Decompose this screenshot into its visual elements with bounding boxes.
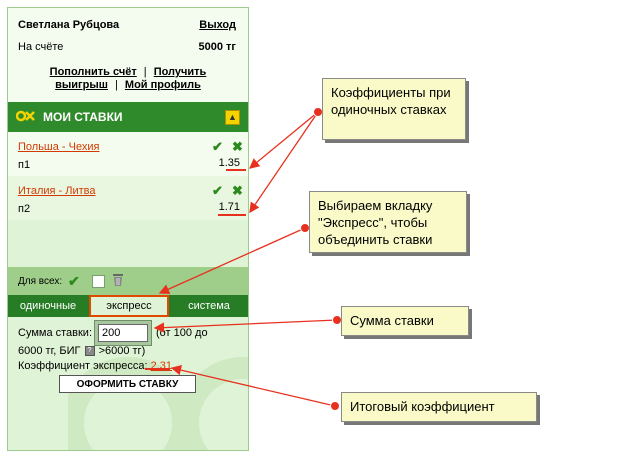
amount-highlight bbox=[94, 320, 152, 346]
profile-link[interactable]: Мой профиль bbox=[124, 79, 201, 91]
express-odds-row: Коэффициент экспресса: 2.31 bbox=[18, 360, 172, 372]
amount-range-text: 6000 тг, БИГ bbox=[18, 345, 81, 357]
logo-icon bbox=[16, 110, 35, 122]
account-links-row1: Пополнить счёт | Получить bbox=[8, 66, 248, 79]
amount-range: (от 100 до bbox=[156, 327, 208, 339]
amount-input[interactable] bbox=[98, 324, 148, 342]
callout-express-tab: Выбираем вкладку "Экспресс", чтобы объед… bbox=[309, 191, 467, 253]
link-separator: | bbox=[143, 66, 147, 78]
tab-system[interactable]: система bbox=[188, 300, 230, 312]
match-link[interactable]: Италия - Литва bbox=[18, 185, 96, 197]
tab-express[interactable]: экспресс bbox=[89, 295, 169, 317]
bet-odds: 1.35 bbox=[218, 157, 240, 169]
amount-range-text: >6000 тг) bbox=[98, 345, 146, 357]
check-all-icon[interactable]: ✔ bbox=[68, 273, 80, 289]
balance-value: 5000 тг bbox=[198, 41, 237, 53]
logout-link[interactable]: Выход bbox=[199, 19, 236, 31]
topup-link[interactable]: Пополнить счёт bbox=[49, 66, 137, 78]
close-icon[interactable]: ✖ bbox=[232, 183, 243, 198]
payout-link[interactable]: Получить bbox=[153, 66, 207, 78]
check-icon[interactable]: ✔ bbox=[212, 183, 223, 198]
callout-total: Итоговый коэффициент bbox=[341, 392, 537, 422]
for-all-label: Для всех: bbox=[18, 276, 63, 287]
amount-label: Сумма ставки: bbox=[18, 327, 93, 339]
collapse-button[interactable]: ▲ bbox=[225, 110, 240, 125]
user-name: Светлана Рубцова bbox=[18, 19, 120, 31]
help-icon[interactable]: ? bbox=[84, 346, 95, 357]
trash-icon[interactable] bbox=[112, 273, 124, 287]
bet-type-tabs: одиночные экспресс система bbox=[8, 295, 248, 317]
bet-item: Польша - Чехия ✔ ✖ п1 1.35 bbox=[8, 132, 248, 176]
express-odds-value[interactable]: 2.31 bbox=[150, 360, 173, 372]
callout-single-odds: Коэффициенты при одиночных ставках bbox=[322, 78, 466, 140]
select-all-checkbox[interactable] bbox=[92, 275, 105, 288]
balance-label: На счёте bbox=[18, 41, 64, 53]
my-bets-header: МОИ СТАВКИ ▲ bbox=[8, 102, 248, 132]
callout-amount: Сумма ставки bbox=[341, 306, 469, 336]
account-links-row2: выигрыш | Мой профиль bbox=[8, 79, 248, 92]
match-link[interactable]: Польша - Чехия bbox=[18, 141, 100, 153]
chevron-up-icon: ▲ bbox=[228, 112, 237, 122]
amount-range-cont: 6000 тг, БИГ ? >6000 тг) bbox=[18, 345, 145, 357]
place-bet-button[interactable]: ОФОРМИТЬ СТАВКУ bbox=[59, 375, 196, 393]
bet-selection: п1 bbox=[18, 159, 31, 171]
bet-odds: 1.71 bbox=[218, 201, 240, 213]
link-separator: | bbox=[115, 79, 118, 91]
for-all-bar: Для всех: ✔ bbox=[8, 267, 248, 295]
tab-single[interactable]: одиночные bbox=[19, 300, 77, 312]
my-bets-title: МОИ СТАВКИ bbox=[43, 110, 123, 124]
express-odds-label: Коэффициент экспресса: bbox=[18, 360, 148, 372]
check-icon[interactable]: ✔ bbox=[212, 139, 223, 154]
account-block: Светлана Рубцова Выход На счёте 5000 тг … bbox=[8, 8, 248, 102]
close-icon[interactable]: ✖ bbox=[232, 139, 243, 154]
betslip-panel: Светлана Рубцова Выход На счёте 5000 тг … bbox=[7, 7, 249, 451]
bet-item: Италия - Литва ✔ ✖ п2 1.71 bbox=[8, 176, 248, 220]
bet-selection: п2 bbox=[18, 203, 31, 215]
payout-link-cont[interactable]: выигрыш bbox=[55, 79, 108, 91]
